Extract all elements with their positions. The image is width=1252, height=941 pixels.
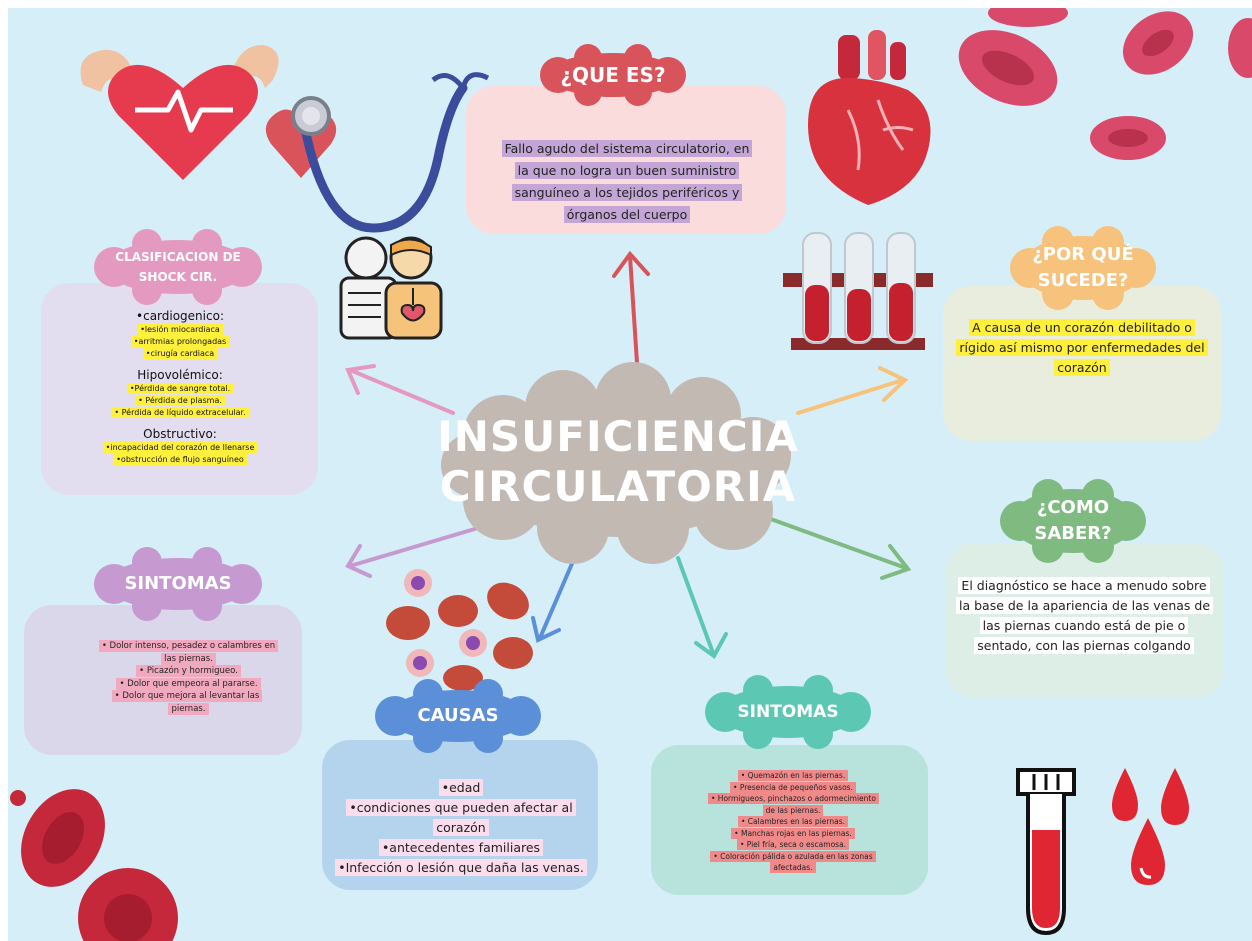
que-es-title: ¿QUE ES? [560,63,666,87]
por-que-body: A causa de un corazón debilitado o rígid… [956,319,1208,376]
hipovolemico-list: •Pérdida de sangre total. • Pérdida de p… [56,383,304,419]
clasificacion-content: •cardiogenico: •lesión miocardiaca •arri… [56,308,304,466]
sintomas-right-title: SINTOMAS [737,702,839,722]
por-que-tag: ¿POR QUÉ SUCEDE? [1008,226,1158,310]
list-item: •incapacidad del corazón de llenarse [56,442,304,454]
connector-arrows [345,250,912,659]
causas-title: CAUSAS [417,705,499,726]
list-item: •obstrucción de flujo sanguíneo [56,454,304,466]
list-item: • Dolor que mejora al levantar las piern… [96,690,281,715]
list-item: •cirugía cardiaca [56,348,304,360]
list-item: •Pérdida de sangre total. [56,383,304,395]
test-tubes-icon [783,232,933,350]
hipovolemico-heading: Hipovolémico: [137,368,223,382]
list-item: •edad [330,778,592,798]
cardiogenico-heading: •cardiogenico: [136,309,224,323]
por-que-title-line2: SUCEDE? [1037,270,1129,291]
heart-biceps-icon [80,44,279,180]
red-blood-cells-icon [10,789,178,941]
que-es-body-wrap: Fallo agudo del sistema circulatorio, en… [496,138,758,226]
sintomas-right-list: • Quemazón en las piernas. • Presencia d… [708,770,879,874]
skeleton-body-icon [339,236,443,340]
que-es-body: Fallo agudo del sistema circulatorio, en… [501,140,753,223]
obstructivo-heading: Obstructivo: [143,427,217,441]
cardiogenico-list: •lesión miocardiaca •arritmias prolongad… [56,324,304,360]
list-item: • Manchas rojas en las piernas. [708,827,878,840]
clasificacion-title-line1: CLASIFICACION DE [115,250,241,264]
como-saber-tag: ¿COMO SABER? [998,478,1148,564]
list-item: • Presencia de pequeños vasos. [708,781,878,794]
stethoscope-icon [265,72,490,233]
como-saber-title-line1: ¿COMO [1036,497,1110,518]
list-item: • Pérdida de plasma. [56,395,304,407]
red-blood-cells-icon [958,8,1252,160]
list-item: •antecedentes familiares [330,838,592,858]
list-item: •Infección o lesión que daña las venas. [330,858,592,878]
list-item: • Hormigueos, pinchazos o adormecimiento… [708,793,879,816]
list-item: •arritmias prolongadas [56,336,304,348]
central-title-line2: CIRCULATORIA [439,462,797,511]
central-topic: INSUFICIENCIA CIRCULATORIA [433,362,803,564]
central-title-line1: INSUFICIENCIA [437,412,799,461]
blood-cells-icon [386,569,533,691]
clasificacion-title-line2: SHOCK CIR. [138,270,218,284]
list-item: • Calambres en las piernas. [708,816,878,828]
obstructivo-list: •incapacidad del corazón de llenarse •ob… [56,442,304,466]
como-saber-body-wrap: El diagnóstico se hace a menudo sobre la… [956,576,1214,656]
blood-drops-icon [1112,768,1189,885]
list-item: • Coloración pálida o azulada en las zon… [708,850,878,874]
clasificacion-tag: CLASIFICACION DE SHOCK CIR. [92,229,264,305]
por-que-body-wrap: A causa de un corazón debilitado o rígid… [956,318,1208,378]
por-que-title-line1: ¿POR QUÉ [1032,244,1134,265]
mind-map-canvas: INSUFICIENCIA CIRCULATORIA ¿QUE ES? Fall… [8,8,1252,941]
anatomical-heart-icon [808,30,931,205]
list-item: • Pérdida de líquido extracelular. [56,407,304,419]
como-saber-title-line2: SABER? [1034,523,1112,544]
list-item: • Dolor intenso, pesadez o calambres en … [96,640,281,665]
list-item: • Dolor que empeora al pararse. [96,677,281,691]
list-item: • Piel fría, seca o escamosa. [708,839,878,851]
list-item: •lesión miocardiaca [56,324,304,336]
central-cloud-shape [441,362,791,564]
causas-list: •edad •condiciones que pueden afectar al… [330,778,592,878]
test-tube-icon [1016,768,1076,936]
list-item: • Quemazón en las piernas. [708,770,878,782]
que-es-tag: ¿QUE ES? [538,44,688,106]
sintomas-left-list: • Dolor intenso, pesadez o calambres en … [96,640,281,715]
sintomas-left-title: SINTOMAS [124,573,232,594]
como-saber-body: El diagnóstico se hace a menudo sobre la… [956,577,1214,654]
sintomas-left-tag: SINTOMAS [92,547,264,621]
list-item: •condiciones que pueden afectar al coraz… [330,798,592,838]
sintomas-right-tag: SINTOMAS [703,675,873,749]
list-item: • Picazón y hormigueo. [96,665,281,678]
causas-tag: CAUSAS [373,679,543,753]
